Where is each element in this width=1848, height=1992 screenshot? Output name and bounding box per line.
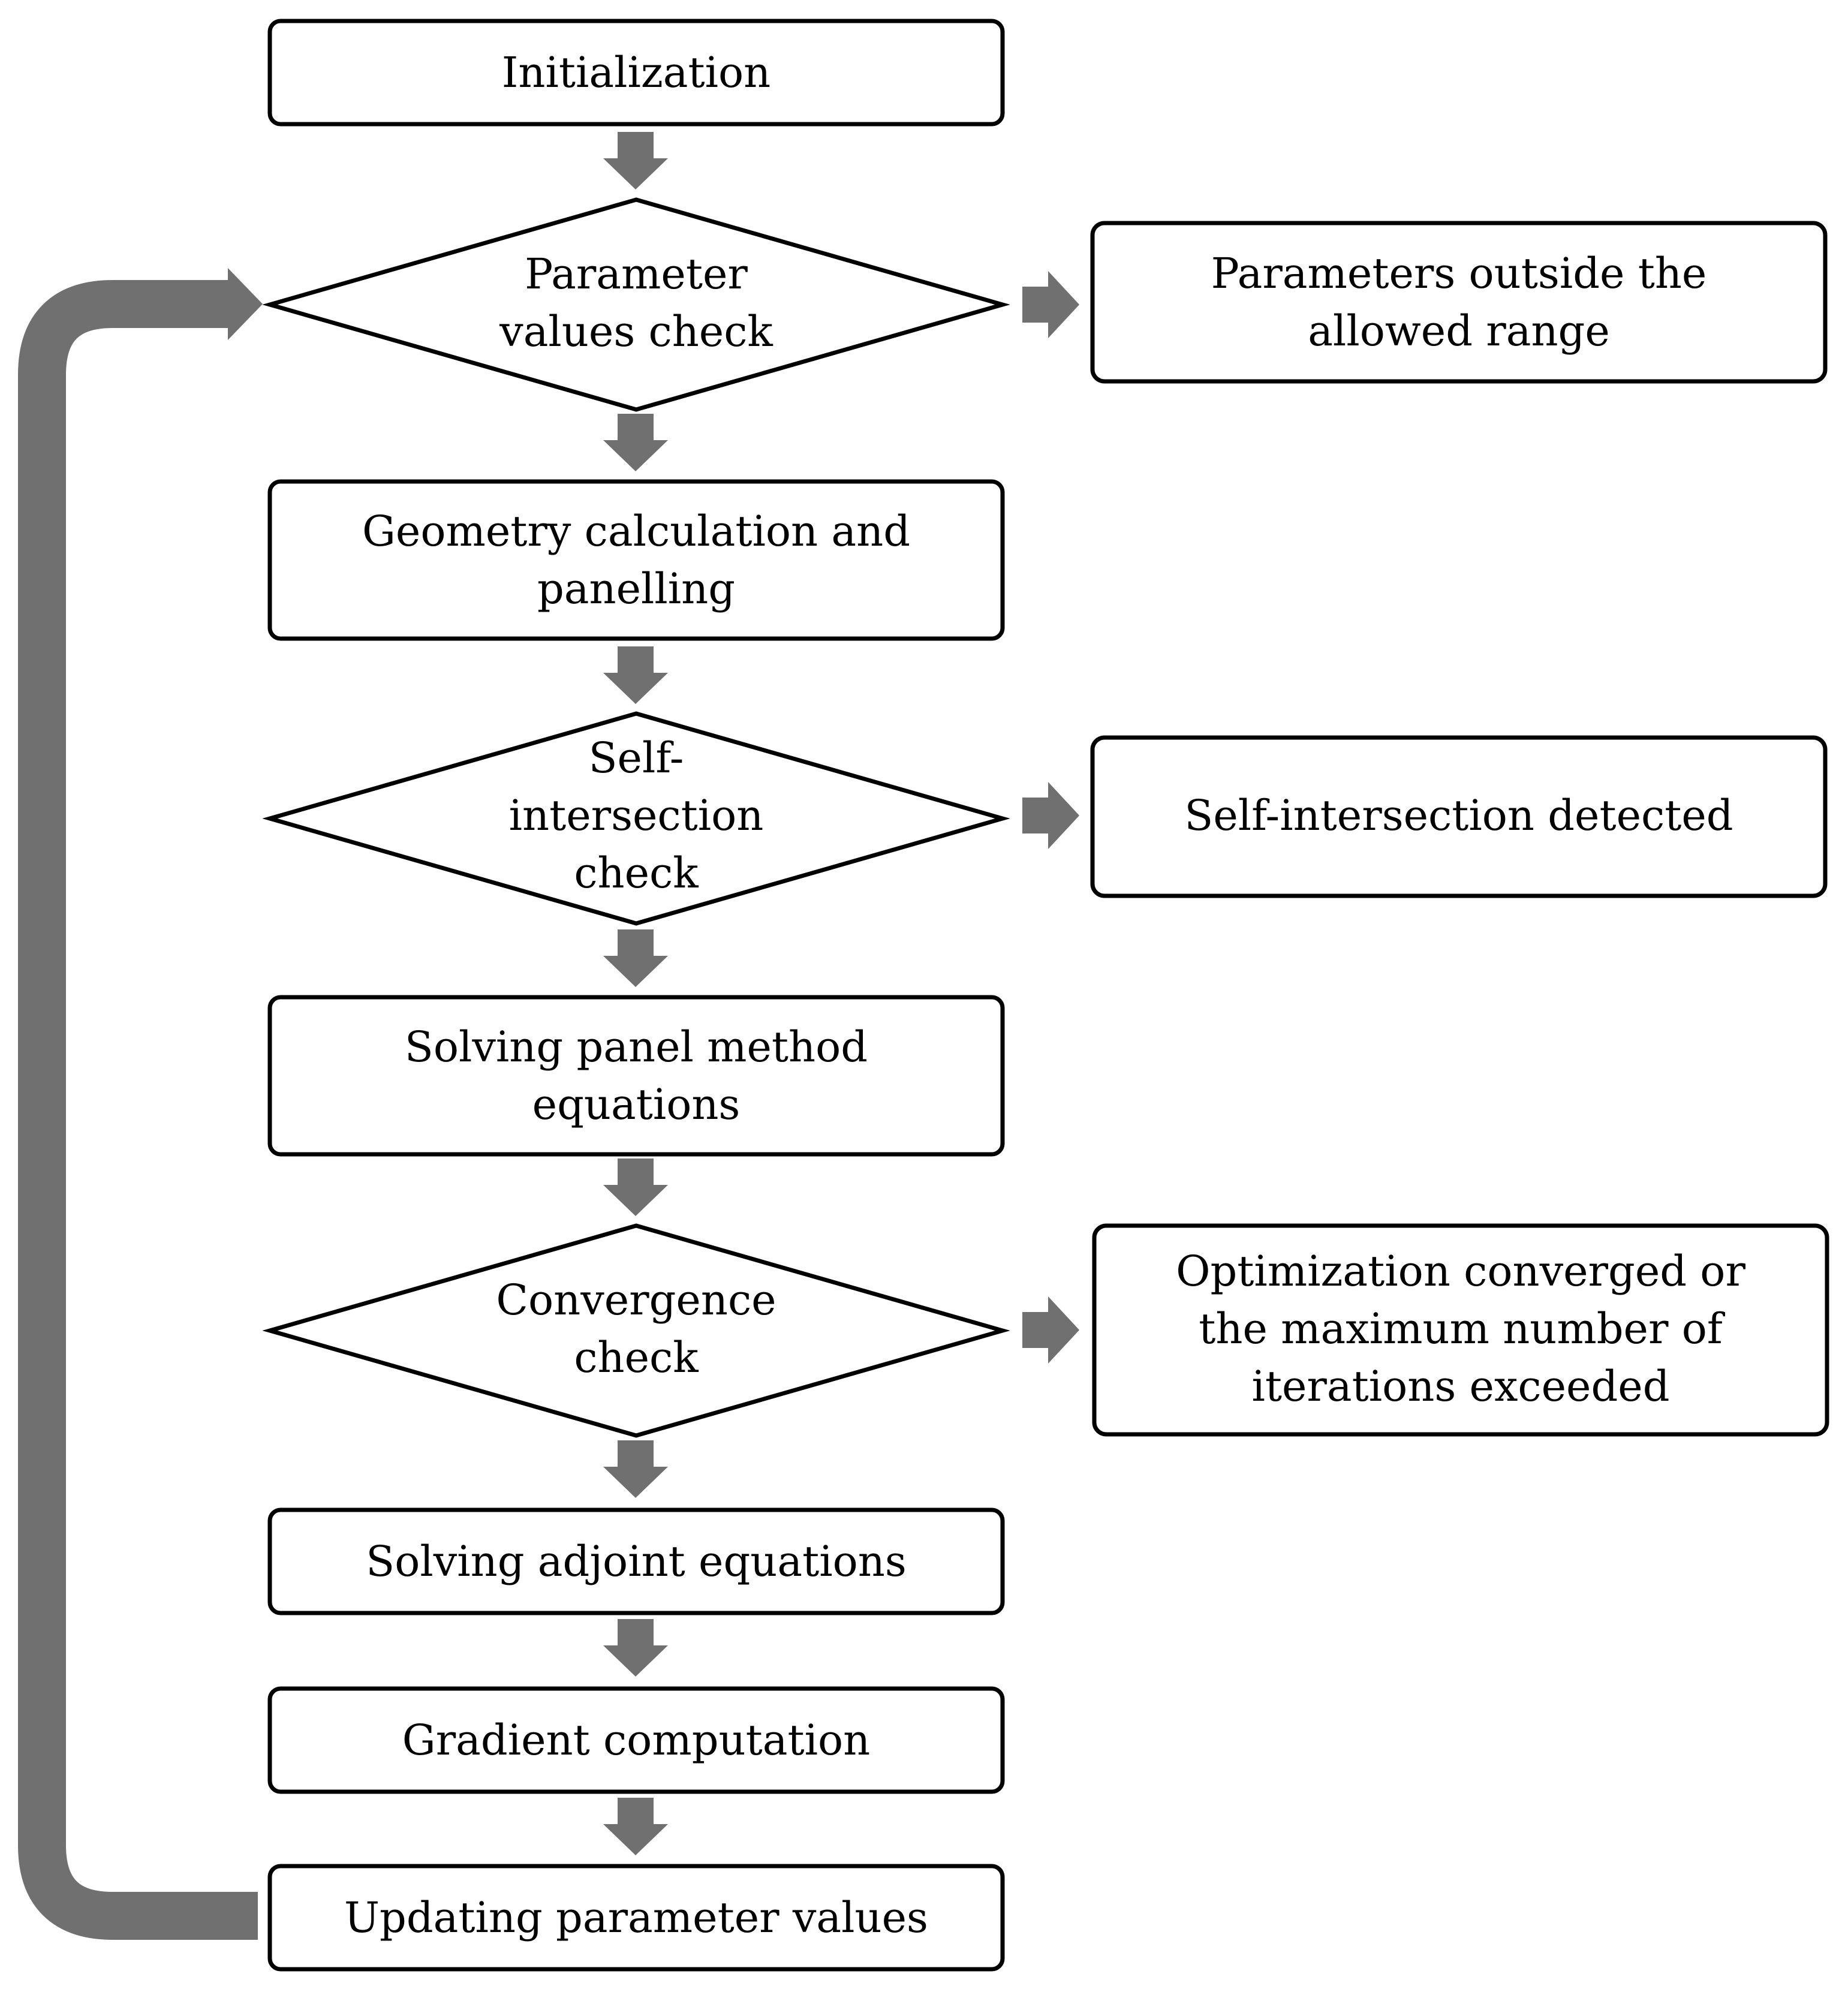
loop-back-arrow xyxy=(18,268,263,1940)
param-check-label-line: Parameter xyxy=(525,249,748,299)
initialization-box: Initialization xyxy=(267,19,1005,127)
converged-label-line: Optimization converged or xyxy=(1176,1247,1745,1296)
updating-parameter-values-box: Updating parameter values xyxy=(267,1864,1005,1972)
parameters-outside-range-box: Parameters outside the allowed range xyxy=(1090,221,1828,384)
svg-text:Solving adjoint equations: Solving adjoint equations xyxy=(366,1537,907,1586)
down-arrow-5 xyxy=(603,1159,668,1216)
right-arrow-2 xyxy=(1022,782,1079,849)
down-arrow-8 xyxy=(603,1798,668,1855)
convergence-check-label-line: Convergence xyxy=(496,1275,776,1325)
convergence-check-diamond: Convergence check xyxy=(262,1223,1010,1438)
self-check-label-line: Self- xyxy=(589,733,684,783)
solving-panel-label-line: Solving panel method xyxy=(405,1022,868,1072)
param-outside-label-line: allowed range xyxy=(1308,306,1610,356)
param-check-label-line: values check xyxy=(499,307,773,356)
geometry-label-line: Geometry calculation and xyxy=(362,507,910,556)
gradient-computation-box: Gradient computation xyxy=(267,1686,1005,1794)
param-outside-label-line: Parameters outside the xyxy=(1211,249,1707,298)
svg-text:Updating parameter values: Updating parameter values xyxy=(344,1893,928,1942)
svg-text:Gradient computation: Gradient computation xyxy=(402,1716,870,1765)
solving-panel-label-line: equations xyxy=(532,1080,741,1129)
down-arrow-7 xyxy=(603,1619,668,1677)
down-arrow-6 xyxy=(603,1440,668,1498)
self-intersection-check-diamond: Self-intersection check xyxy=(262,711,1010,926)
down-arrow-1 xyxy=(603,132,668,189)
converged-label-line: the maximum number of xyxy=(1199,1304,1726,1353)
optimization-converged-box: Optimization converged or the maximum num… xyxy=(1092,1223,1829,1437)
geometry-label-line: panelling xyxy=(537,564,735,613)
down-arrow-2 xyxy=(603,414,668,471)
svg-text:Self-intersection detected: Self-intersection detected xyxy=(1184,791,1733,840)
right-arrow-1 xyxy=(1022,271,1079,338)
self-check-label-line: intersection xyxy=(509,791,764,840)
converged-label-line: iterations exceeded xyxy=(1251,1362,1669,1411)
down-arrow-3 xyxy=(603,646,668,704)
down-arrow-4 xyxy=(603,929,668,987)
updating-label-line: Updating parameter values xyxy=(344,1893,928,1942)
convergence-check-label-line: check xyxy=(574,1333,699,1382)
self-detected-label-line: Self-intersection detected xyxy=(1184,791,1733,840)
initialization-label-line: Initialization xyxy=(502,48,771,97)
adjoint-label-line: Solving adjoint equations xyxy=(366,1537,907,1586)
right-arrow-3 xyxy=(1022,1296,1079,1364)
gradient-label-line: Gradient computation xyxy=(402,1716,870,1765)
self-intersection-detected-box: Self-intersection detected xyxy=(1090,735,1828,898)
geometry-calculation-box: Geometry calculation and panelling xyxy=(267,479,1005,641)
svg-text:Initialization: Initialization xyxy=(502,48,771,97)
self-check-label-line: check xyxy=(574,848,699,898)
solving-adjoint-box: Solving adjoint equations xyxy=(267,1507,1005,1615)
solving-panel-method-box: Solving panel method equations xyxy=(267,995,1005,1157)
parameter-values-check-diamond: Parameter values check xyxy=(262,197,1010,412)
